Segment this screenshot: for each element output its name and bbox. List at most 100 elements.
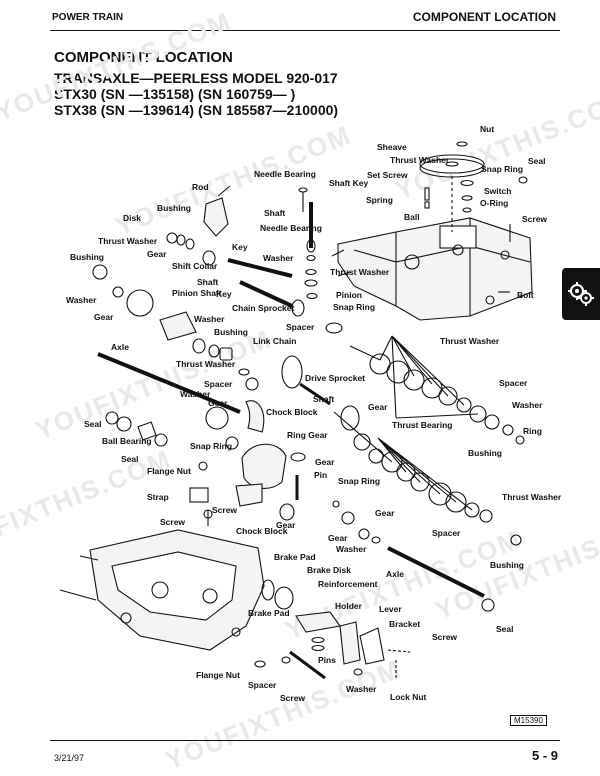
lower-housing bbox=[59, 529, 265, 651]
label-axle: Axle bbox=[386, 569, 404, 579]
label-screw: Screw bbox=[212, 505, 237, 515]
label-washer: Washer bbox=[346, 684, 377, 694]
label-shaft: Shaft bbox=[313, 394, 334, 404]
label-rod: Rod bbox=[192, 182, 209, 192]
gears-icon bbox=[568, 282, 594, 306]
label-ring: Ring bbox=[523, 426, 542, 436]
label-screw: Screw bbox=[280, 693, 305, 703]
label-spacer: Spacer bbox=[499, 378, 528, 388]
label-gear: Gear bbox=[368, 402, 388, 412]
label-key: Key bbox=[216, 289, 232, 299]
label-reinforcement: Reinforcement bbox=[318, 579, 378, 589]
label-bushing: Bushing bbox=[214, 327, 248, 337]
upper-housing bbox=[331, 217, 533, 321]
label-lever: Lever bbox=[379, 604, 402, 614]
label-pins: Pins bbox=[318, 655, 336, 665]
label-strap: Strap bbox=[147, 492, 169, 502]
label-pinion-shaft: Pinion Shaft bbox=[172, 288, 222, 298]
label-washer: Washer bbox=[512, 400, 543, 410]
label-bushing: Bushing bbox=[157, 203, 191, 213]
label-chock-block: Chock Block bbox=[236, 526, 288, 536]
header-topic: COMPONENT LOCATION bbox=[412, 10, 556, 24]
label-disk: Disk bbox=[123, 213, 141, 223]
label-gear: Gear bbox=[328, 533, 348, 543]
label-seal: Seal bbox=[496, 624, 514, 634]
page-title: COMPONENT LOCATION bbox=[54, 49, 233, 66]
figure-reference: M15390 bbox=[510, 715, 547, 726]
label-shaft: Shaft bbox=[197, 277, 218, 287]
label-brake-pad: Brake Pad bbox=[248, 608, 290, 618]
label-key: Key bbox=[232, 242, 248, 252]
label-brake-disk: Brake Disk bbox=[307, 565, 351, 575]
watermark: YOUFIXTHIS.COM bbox=[0, 5, 236, 127]
label-shaft-key: Shaft Key bbox=[329, 178, 368, 188]
section-tab bbox=[562, 268, 600, 320]
label-spacer: Spacer bbox=[286, 322, 315, 332]
label-spacer: Spacer bbox=[248, 680, 277, 690]
label-drive-sprocket: Drive Sprocket bbox=[305, 373, 365, 383]
label-seal: Seal bbox=[84, 419, 102, 429]
label-thrust-washer: Thrust Washer bbox=[502, 492, 562, 502]
label-nut: Nut bbox=[480, 124, 494, 134]
label-axle: Axle bbox=[111, 342, 129, 352]
label-washer: Washer bbox=[336, 544, 367, 554]
label-o-ring: O-Ring bbox=[480, 198, 508, 208]
label-shift-collar: Shift Collar bbox=[172, 261, 218, 271]
label-gear: Gear bbox=[276, 520, 296, 530]
label-bolt: Bolt bbox=[517, 290, 534, 300]
page-subtitle: TRANSAXLE—PEERLESS MODEL 920-017 STX30 (… bbox=[54, 70, 338, 118]
label-snap-ring: Snap Ring bbox=[190, 441, 232, 451]
label-gear: Gear bbox=[208, 398, 228, 408]
label-thrust-washer: Thrust Washer bbox=[440, 336, 500, 346]
label-switch: Switch bbox=[484, 186, 511, 196]
label-washer: Washer bbox=[194, 314, 225, 324]
label-screw: Screw bbox=[522, 214, 547, 224]
subtitle-line: STX38 (SN —139614) (SN 185587—210000) bbox=[54, 102, 339, 118]
gear-stack-lower bbox=[333, 411, 522, 546]
label-gear: Gear bbox=[375, 508, 395, 518]
label-screw: Screw bbox=[432, 632, 457, 642]
subtitle-line: STX30 (SN —135158) (SN 160759— ) bbox=[54, 86, 296, 102]
label-seal: Seal bbox=[528, 156, 546, 166]
label-chain-sprocket: Chain Sprocket bbox=[232, 303, 295, 313]
page-header: POWER TRAIN COMPONENT LOCATION bbox=[46, 10, 560, 28]
label-bushing: Bushing bbox=[70, 252, 104, 262]
lower-axle-brake bbox=[254, 546, 495, 680]
label-shaft: Shaft bbox=[264, 208, 285, 218]
input-shaft-assembly bbox=[92, 185, 343, 341]
label-ball-bearing: Ball Bearing bbox=[102, 436, 152, 446]
label-pinion: Pinion bbox=[336, 290, 362, 300]
label-ring-gear: Ring Gear bbox=[287, 430, 328, 440]
label-ball: Ball bbox=[404, 212, 420, 222]
label-thrust-washer: Thrust Washer bbox=[330, 267, 390, 277]
label-flange-nut: Flange Nut bbox=[196, 670, 240, 680]
label-chock-block: Chock Block bbox=[266, 407, 318, 417]
footer-rule bbox=[50, 740, 560, 741]
header-rule bbox=[50, 30, 560, 31]
switch-parts bbox=[424, 176, 528, 293]
label-screw: Screw bbox=[160, 517, 185, 527]
label-washer: Washer bbox=[263, 253, 294, 263]
gear-stack-upper bbox=[349, 335, 525, 445]
label-spacer: Spacer bbox=[204, 379, 233, 389]
label-snap-ring: Snap Ring bbox=[333, 302, 375, 312]
label-pin: Pin bbox=[314, 470, 327, 480]
label-flange-nut: Flange Nut bbox=[147, 466, 191, 476]
label-sheave: Sheave bbox=[377, 142, 407, 152]
label-gear: Gear bbox=[147, 249, 167, 259]
label-bracket: Bracket bbox=[389, 619, 420, 629]
label-brake-pad: Brake Pad bbox=[274, 552, 316, 562]
label-spring: Spring bbox=[366, 195, 393, 205]
label-needle-bearing: Needle Bearing bbox=[260, 223, 322, 233]
label-bushing: Bushing bbox=[490, 560, 524, 570]
label-set-screw: Set Screw bbox=[367, 170, 408, 180]
label-gear: Gear bbox=[315, 457, 335, 467]
label-thrust-washer: Thrust Washer bbox=[390, 155, 450, 165]
label-washer: Washer bbox=[180, 389, 211, 399]
label-thrust-washer: Thrust Washer bbox=[176, 359, 236, 369]
axle-assembly bbox=[97, 338, 381, 544]
subtitle-line: TRANSAXLE—PEERLESS MODEL 920-017 bbox=[54, 70, 338, 86]
label-snap-ring: Snap Ring bbox=[338, 476, 380, 486]
footer-date: 3/21/97 bbox=[54, 753, 85, 763]
